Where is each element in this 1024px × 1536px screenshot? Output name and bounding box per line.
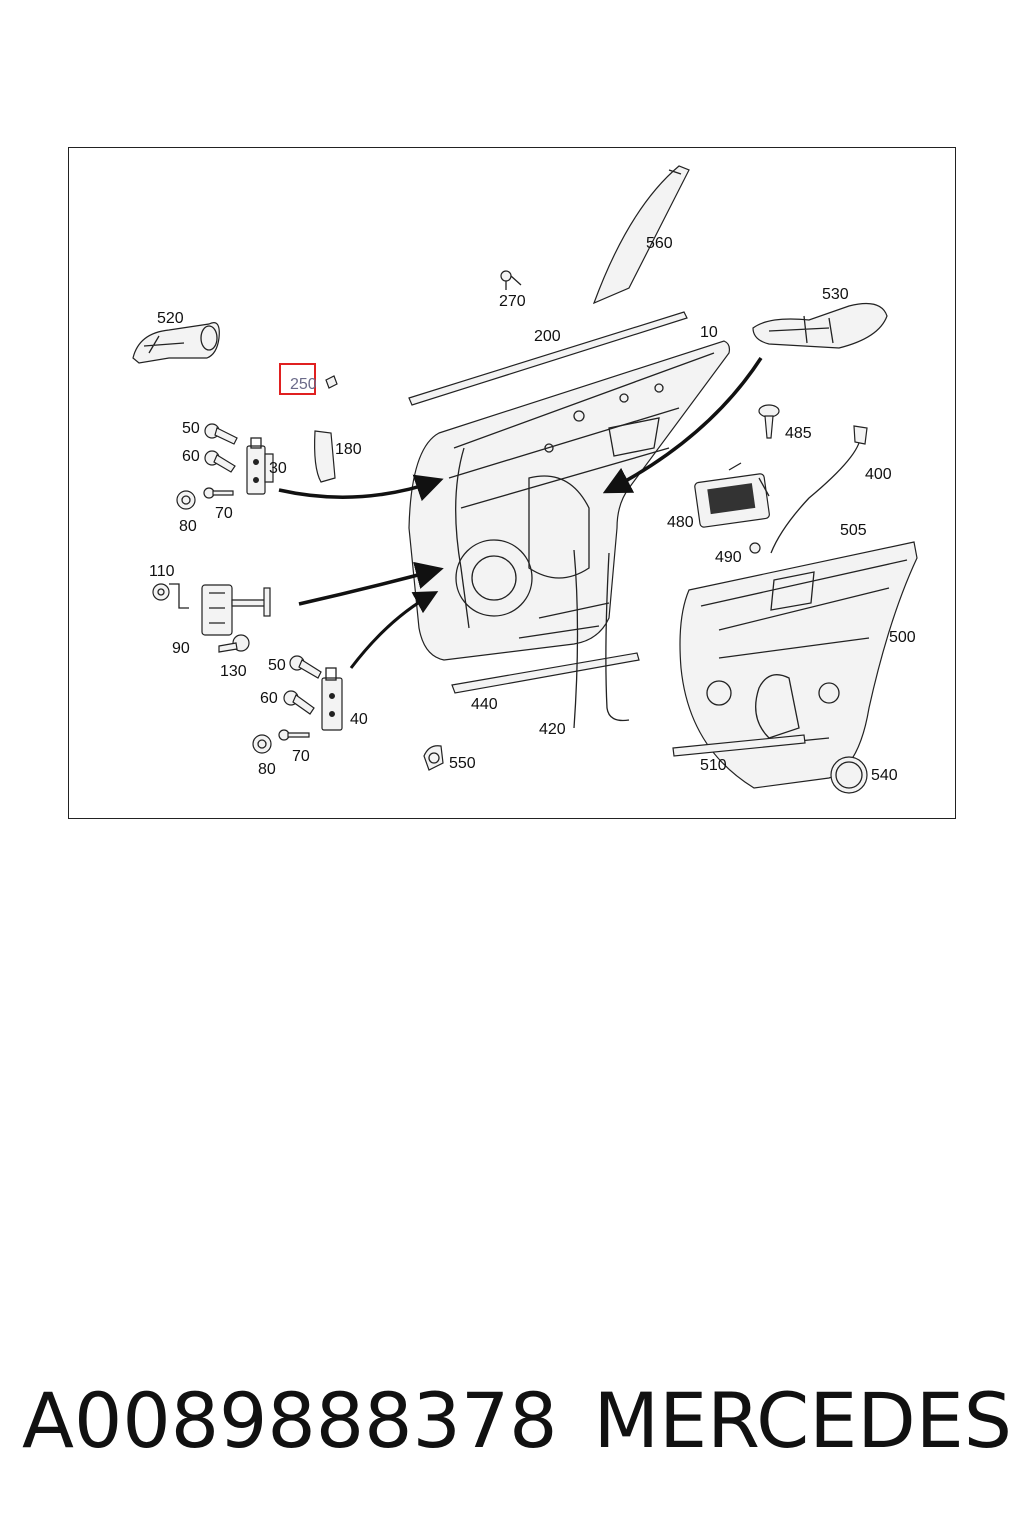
assembly-arrows bbox=[278, 357, 763, 669]
window-trim bbox=[592, 165, 690, 305]
module-480 bbox=[694, 462, 770, 528]
parts-diagram: 520 250 50 60 30 180 80 70 110 90 130 50… bbox=[68, 147, 956, 819]
label-180: 180 bbox=[335, 441, 362, 458]
label-10: 10 bbox=[700, 324, 718, 341]
bolt-50-upper bbox=[204, 423, 238, 445]
label-530: 530 bbox=[822, 286, 849, 303]
nut-110 bbox=[152, 583, 189, 609]
label-560: 560 bbox=[646, 235, 673, 252]
hinge-30 bbox=[246, 437, 274, 495]
part-labels: 520 250 50 60 30 180 80 70 110 90 130 50… bbox=[149, 235, 916, 784]
label-500: 500 bbox=[889, 629, 916, 646]
caption: A0089888378 MERCEDES bbox=[22, 1370, 1012, 1470]
label-110: 110 bbox=[149, 563, 175, 580]
door-trim-panel bbox=[679, 541, 918, 789]
label-90: 90 bbox=[172, 640, 190, 657]
label-250: 250 bbox=[290, 376, 317, 393]
label-420: 420 bbox=[539, 721, 566, 738]
label-490: 490 bbox=[715, 549, 742, 566]
clamp-550 bbox=[423, 745, 444, 771]
screw-70-lower bbox=[278, 729, 310, 741]
label-440: 440 bbox=[471, 696, 498, 713]
label-50-lower: 50 bbox=[268, 657, 286, 674]
label-60-lower: 60 bbox=[260, 690, 278, 707]
label-200: 200 bbox=[534, 328, 561, 345]
label-400: 400 bbox=[865, 466, 892, 483]
grommet-540 bbox=[830, 756, 868, 794]
label-50-upper: 50 bbox=[182, 420, 200, 437]
seal-strip-510 bbox=[672, 734, 806, 757]
clip-490 bbox=[749, 542, 761, 554]
label-130: 130 bbox=[220, 663, 247, 680]
part-number: A0089888378 bbox=[22, 1375, 558, 1465]
nut-80-lower bbox=[252, 734, 272, 754]
label-480: 480 bbox=[667, 514, 694, 531]
label-485: 485 bbox=[785, 425, 812, 442]
door-shell bbox=[408, 340, 731, 661]
clip-270 bbox=[500, 270, 522, 290]
exploded-view-drawing: 520 250 50 60 30 180 80 70 110 90 130 50… bbox=[132, 165, 918, 794]
bolt-60-lower bbox=[283, 690, 315, 715]
guide-180 bbox=[314, 430, 336, 483]
clip-485 bbox=[758, 404, 780, 439]
seal-440 bbox=[451, 652, 640, 694]
clip-250 bbox=[325, 375, 338, 389]
label-550: 550 bbox=[449, 755, 476, 772]
check-strap-90 bbox=[201, 584, 271, 636]
window-strip bbox=[408, 311, 688, 406]
handle-carrier bbox=[752, 303, 888, 349]
bolt-130 bbox=[218, 634, 250, 653]
label-60-upper: 60 bbox=[182, 448, 200, 465]
brand-name: MERCEDES bbox=[593, 1375, 1012, 1465]
label-30: 30 bbox=[269, 460, 287, 477]
bolt-60-upper bbox=[204, 450, 236, 473]
label-270: 270 bbox=[499, 293, 526, 310]
label-505: 505 bbox=[840, 522, 867, 539]
hinge-40 bbox=[321, 667, 343, 731]
label-70-lower: 70 bbox=[292, 748, 310, 765]
label-80-lower: 80 bbox=[258, 761, 276, 778]
label-540: 540 bbox=[871, 767, 898, 784]
label-40: 40 bbox=[350, 711, 368, 728]
nut-80-upper bbox=[176, 490, 196, 510]
bracket-520 bbox=[132, 322, 220, 364]
bolt-50-lower bbox=[289, 655, 322, 679]
label-510: 510 bbox=[700, 757, 727, 774]
label-80-upper: 80 bbox=[179, 518, 197, 535]
label-70-upper: 70 bbox=[215, 505, 233, 522]
label-520: 520 bbox=[157, 310, 184, 327]
screw-70-upper bbox=[203, 487, 234, 499]
seal-420 bbox=[573, 549, 630, 729]
highlight-box bbox=[279, 363, 316, 395]
